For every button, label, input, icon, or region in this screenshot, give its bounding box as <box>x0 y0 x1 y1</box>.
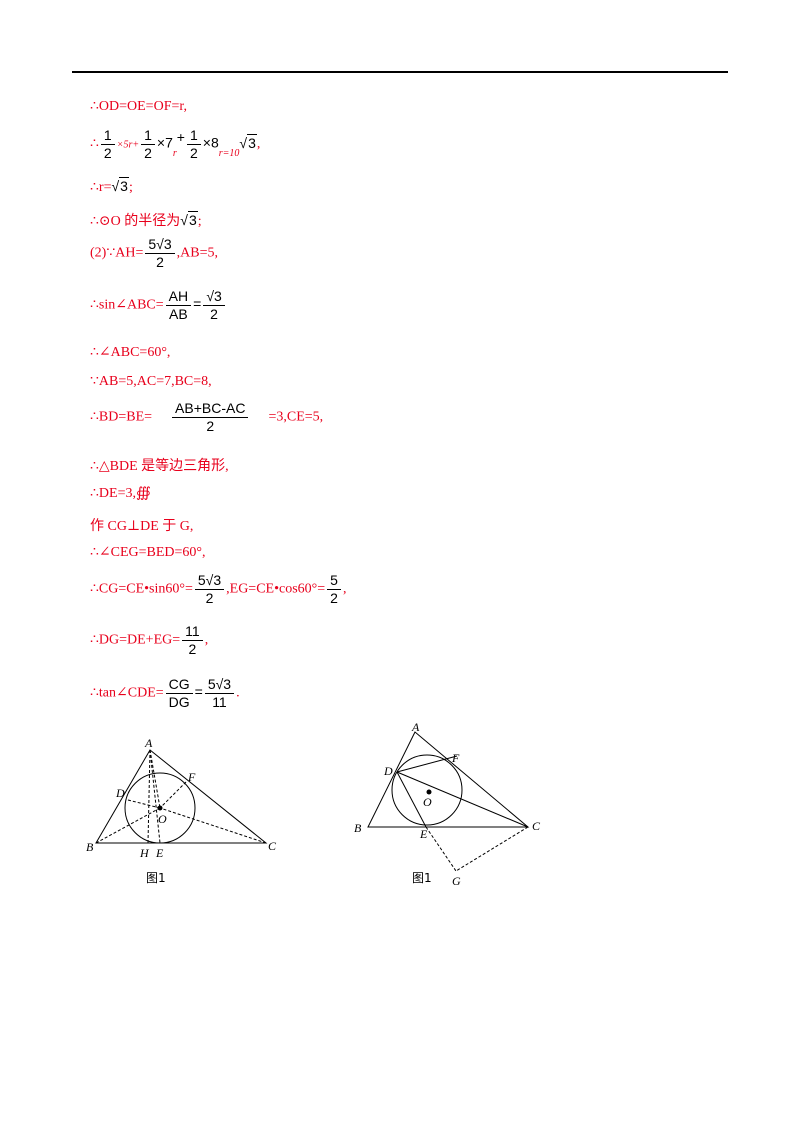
square-root: √3 <box>111 177 129 194</box>
label-a: A <box>411 720 420 734</box>
solution-line-3: ∴r=√3; <box>90 177 133 195</box>
segment-ao <box>149 749 161 809</box>
solution-line-1: ∴OD=OE=OF=r, <box>90 99 187 114</box>
segment-fo <box>159 781 187 809</box>
segment-df <box>396 755 458 773</box>
segment-co <box>159 807 267 844</box>
segment-de <box>396 771 427 828</box>
label-g: G <box>452 874 461 888</box>
incircle <box>391 754 463 826</box>
label-f: F <box>451 751 460 765</box>
label-o: O <box>423 795 432 809</box>
solution-line-13: ∴∠CEG=BED=60°, <box>90 545 206 560</box>
incircle <box>124 772 196 844</box>
figure-1: A B C D E F H O 图1 <box>86 736 277 885</box>
label-c: C <box>268 839 277 853</box>
triangle-abc <box>95 749 268 844</box>
altitude-ah <box>147 749 151 844</box>
label-f: F <box>187 770 196 784</box>
solution-line-8: ∵AB=5,AC=7,BC=8, <box>90 374 212 389</box>
center-o-dot <box>426 789 432 795</box>
segment-do <box>127 799 161 809</box>
label-d: D <box>383 764 393 778</box>
perpendicular-cg <box>455 826 529 872</box>
label-d: D <box>115 786 125 800</box>
segment-bo <box>95 807 161 844</box>
extension-eg <box>425 826 457 872</box>
square-root: √3 <box>180 211 198 228</box>
label-b: B <box>354 821 362 835</box>
solution-line-7: ∴∠ABC=60°, <box>90 345 171 360</box>
segment-dc <box>396 771 529 828</box>
solution-line-10: ∴△BDE 是等边三角形, <box>90 459 229 474</box>
header-rule <box>72 71 728 73</box>
triangle-abc <box>367 731 530 828</box>
center-o-dot <box>157 805 163 811</box>
figure-1-caption: 图1 <box>146 871 166 885</box>
square-root: √3 <box>239 133 257 151</box>
solution-line-12: 作 CG⊥DE 于 G, <box>90 519 194 534</box>
label-e: E <box>155 846 164 860</box>
label-o: O <box>158 812 167 826</box>
label-c: C <box>532 819 541 833</box>
label-e: E <box>419 827 428 841</box>
label-a: A <box>144 736 153 750</box>
figure-2-caption: 图1 <box>412 871 432 885</box>
label-h: H <box>139 846 150 860</box>
segment-ae <box>149 749 161 844</box>
solution-line-4: ∴⊙O 的半径为√3; <box>90 211 202 229</box>
solution-line-11: ∴DE=3,∰ <box>90 486 151 501</box>
label-b: B <box>86 840 94 854</box>
figure-2: A B C D E F G O 图1 <box>354 720 541 888</box>
